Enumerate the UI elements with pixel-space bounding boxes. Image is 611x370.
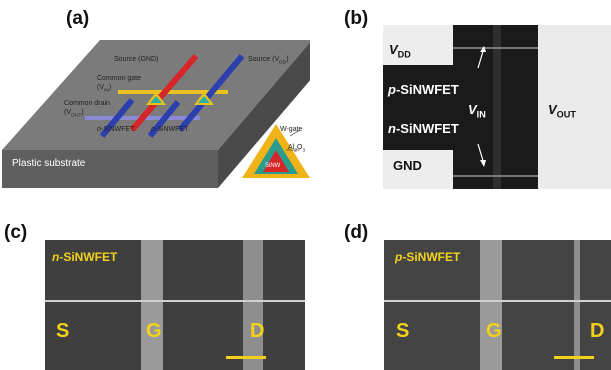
- panel-d-title: p-SiNWFET: [395, 250, 461, 264]
- sinw-label: SiNW: [265, 163, 281, 169]
- vin-label: VIN: [468, 102, 486, 120]
- panel-d-gate: G: [486, 320, 502, 342]
- panel-c-source: S: [56, 320, 70, 342]
- al2o3-label: Al2O3: [288, 144, 306, 154]
- source-gnd-label: Source (GND): [114, 56, 159, 63]
- panel-d-scale-bar: [554, 356, 594, 359]
- panel-b-arrows: [477, 46, 486, 167]
- panel-a-schematic: [2, 40, 310, 188]
- substrate-side-face: [218, 42, 310, 188]
- substrate-front-face: [2, 150, 218, 188]
- n-sinwfet-label-b: n-SiNWFET: [388, 121, 459, 136]
- panel-d-source: S: [396, 320, 410, 342]
- panel-d-drain: D: [590, 320, 605, 342]
- n-source-wire: [129, 54, 199, 132]
- panel-b-letter: (b): [344, 8, 369, 29]
- wgate-label: W-gate: [280, 126, 303, 133]
- panel-c-drain: D: [250, 320, 265, 342]
- common-gate-label: Common gate(VIN): [97, 75, 141, 94]
- gnd-label: GND: [393, 158, 422, 173]
- panel-d-letter: (d): [344, 222, 369, 243]
- panel-b-micrograph: [383, 25, 611, 189]
- p-source-wire: [177, 54, 245, 132]
- panel-d-sem: [384, 240, 611, 370]
- p-sinwfet-label-b: p-SiNWFET: [388, 82, 459, 97]
- cross-section-sinw: [263, 150, 289, 172]
- panel-c-scale-bar: [226, 356, 266, 359]
- source-vdd-label: Source (VDD): [248, 56, 289, 66]
- substrate-label: Plastic substrate: [12, 158, 86, 169]
- panel-c-letter: (c): [4, 222, 28, 243]
- common-drain-label: Common drain(VOUT): [64, 100, 110, 119]
- panel-c-sem: [45, 240, 305, 370]
- n-sinwfet-label: n-SiNWFET: [97, 126, 135, 133]
- vdd-label: VDD: [389, 42, 411, 60]
- p-sinwfet-label: p-SiNWFET: [151, 126, 189, 133]
- panel-a-letter: (a): [66, 8, 90, 29]
- panel-c-title: pn-SiNWFET: [52, 250, 118, 264]
- vout-label: VOUT: [548, 102, 576, 120]
- panel-c-gate: G: [146, 320, 162, 342]
